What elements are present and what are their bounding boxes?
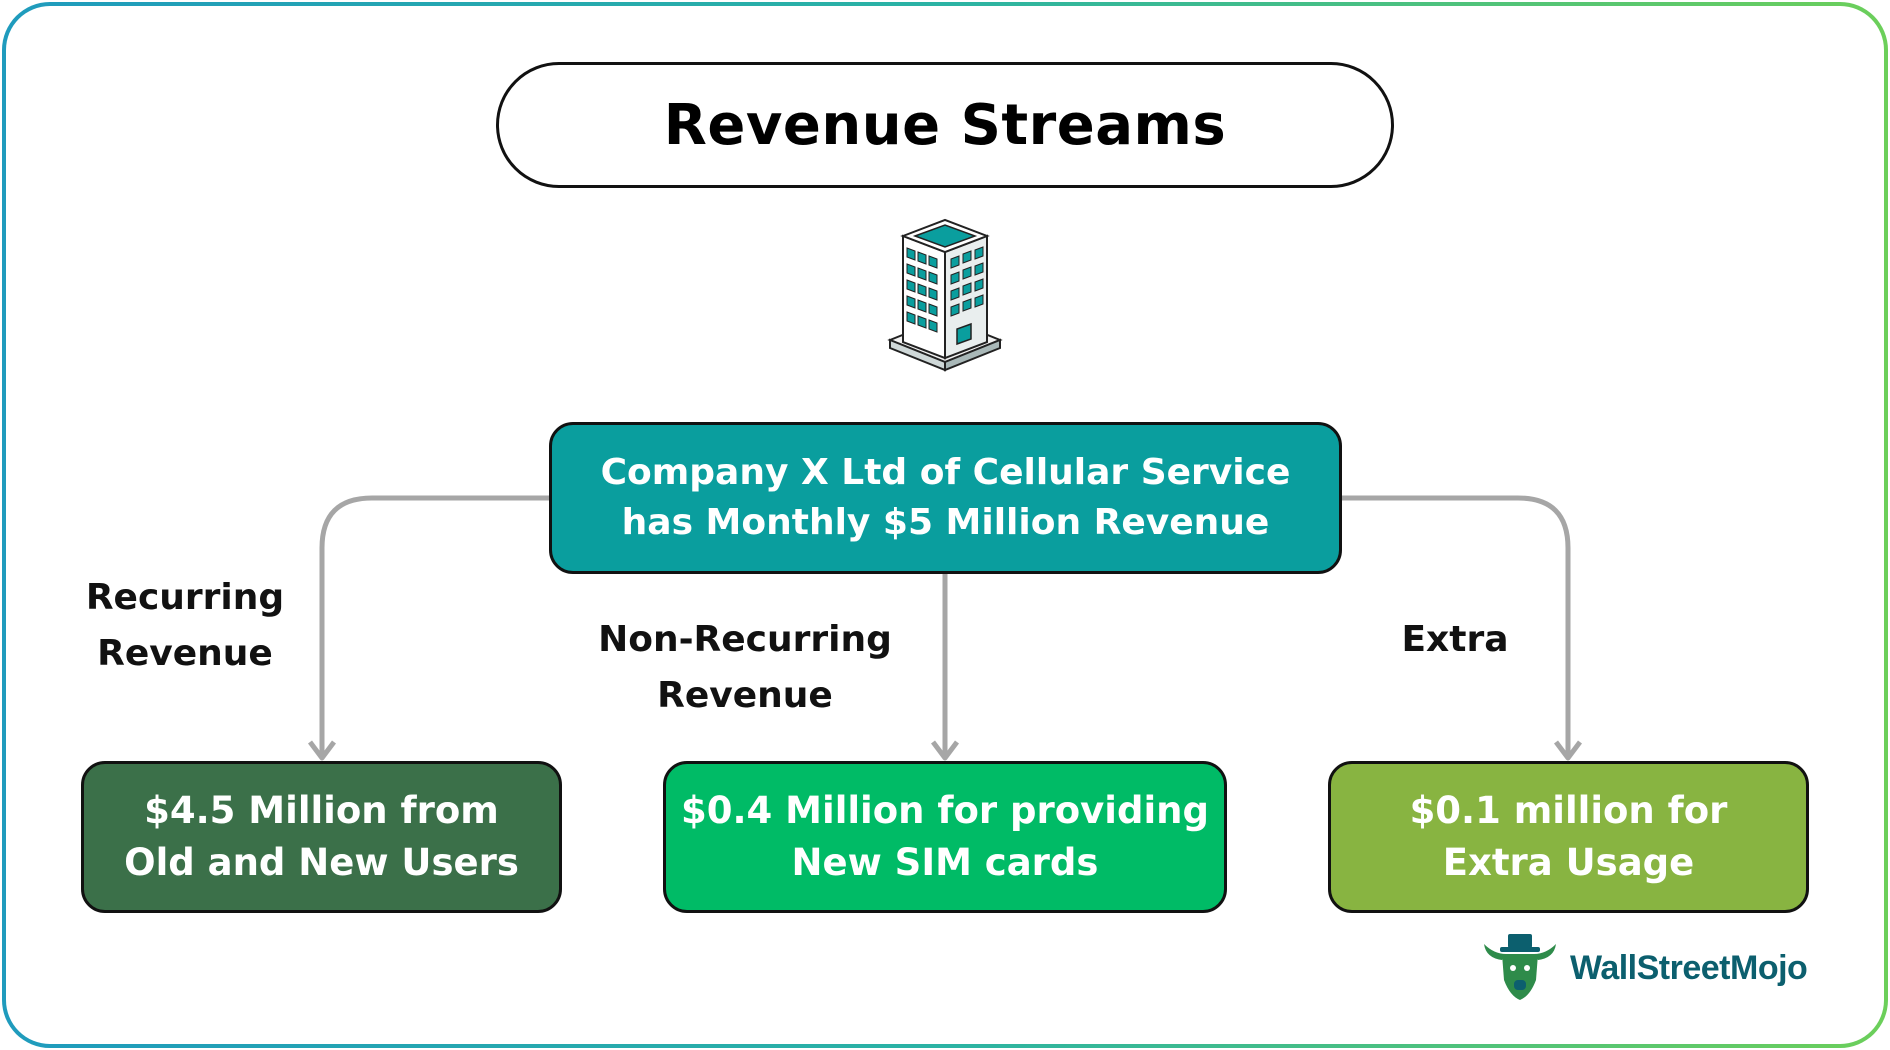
arrowhead-recurring bbox=[308, 740, 336, 761]
leaf-node-extra: $0.1 million for Extra Usage bbox=[1328, 761, 1809, 913]
leaf-line-2: Extra Usage bbox=[1442, 841, 1695, 884]
branch-label-line: Non-Recurring bbox=[598, 619, 892, 660]
arrowhead-non-recurring bbox=[931, 740, 959, 761]
leaf-line-2: Old and New Users bbox=[124, 841, 519, 884]
title-pill: Revenue Streams bbox=[496, 62, 1394, 188]
connector-recurring bbox=[319, 495, 549, 755]
leaf-node-non-recurring: $0.4 Million for providing New SIM cards bbox=[663, 761, 1227, 913]
branch-label-line: Extra bbox=[1401, 619, 1509, 660]
branch-label-extra: Extra bbox=[1390, 612, 1520, 668]
office-building-icon bbox=[887, 218, 1003, 372]
leaf-node-recurring: $4.5 Million from Old and New Users bbox=[81, 761, 562, 913]
wallstreetmojo-logo-icon bbox=[1484, 934, 1556, 1000]
branch-label-non-recurring: Non-Recurring Revenue bbox=[585, 612, 905, 724]
leaf-line-2: New SIM cards bbox=[791, 841, 1099, 884]
brand-logo: WallStreetMojo bbox=[1480, 930, 1860, 1006]
leaf-line-1: $0.4 Million for providing bbox=[681, 789, 1209, 833]
leaf-line-1: $4.5 Million from bbox=[144, 789, 499, 833]
leaf-line-1: $0.1 million for bbox=[1409, 789, 1728, 833]
arrowhead-extra bbox=[1554, 740, 1582, 761]
branch-label-line: Revenue bbox=[657, 674, 833, 716]
root-node: Company X Ltd of Cellular Service has Mo… bbox=[549, 422, 1342, 574]
brand-name: WallStreetMojo bbox=[1570, 948, 1808, 987]
branch-label-line: Revenue bbox=[97, 632, 273, 674]
root-line-2: has Monthly $5 Million Revenue bbox=[621, 502, 1270, 543]
diagram-title: Revenue Streams bbox=[663, 92, 1227, 158]
branch-label-line: Recurring bbox=[85, 577, 285, 618]
branch-label-recurring: Recurring Revenue bbox=[70, 570, 300, 682]
root-line-1: Company X Ltd of Cellular Service bbox=[600, 451, 1291, 493]
connector-extra bbox=[1342, 495, 1571, 755]
